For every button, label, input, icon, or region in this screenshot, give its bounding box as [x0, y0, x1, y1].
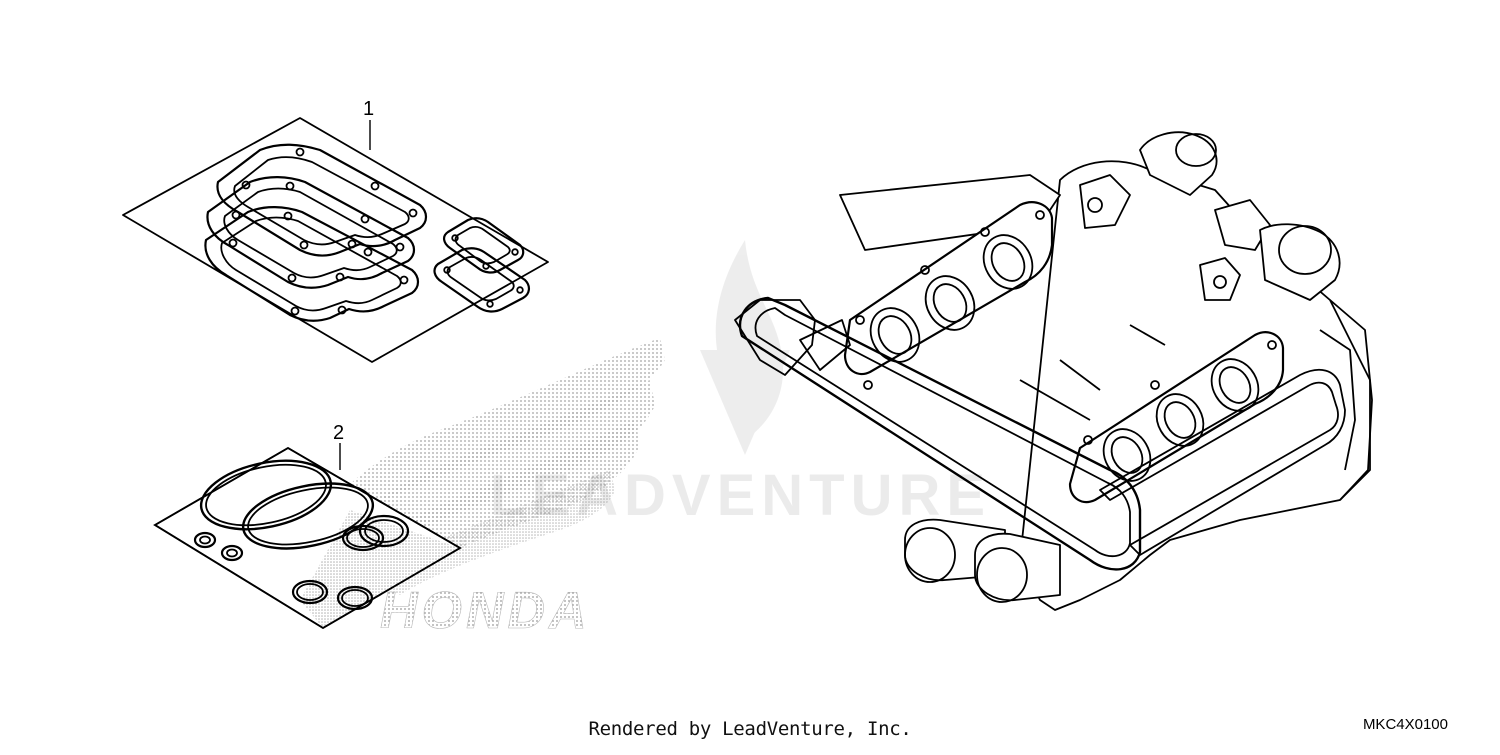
rendered-by-footer: Rendered by LeadVenture, Inc.: [588, 718, 912, 740]
engine-block-illustration: [734, 131, 1373, 611]
callout-1: 1: [363, 98, 375, 120]
svg-text:LEADVENTURE: LEADVENTURE: [490, 463, 991, 528]
diagram-code: MKC4X0100: [1362, 716, 1448, 733]
honda-logo-watermark: HONDA: [380, 582, 591, 641]
gasket-kit-b[interactable]: [153, 443, 462, 630]
gasket-kit-a[interactable]: [122, 117, 549, 363]
honda-wing-watermark: [335, 338, 665, 595]
svg-text:HONDA: HONDA: [380, 582, 591, 640]
callout-2: 2: [333, 422, 345, 444]
